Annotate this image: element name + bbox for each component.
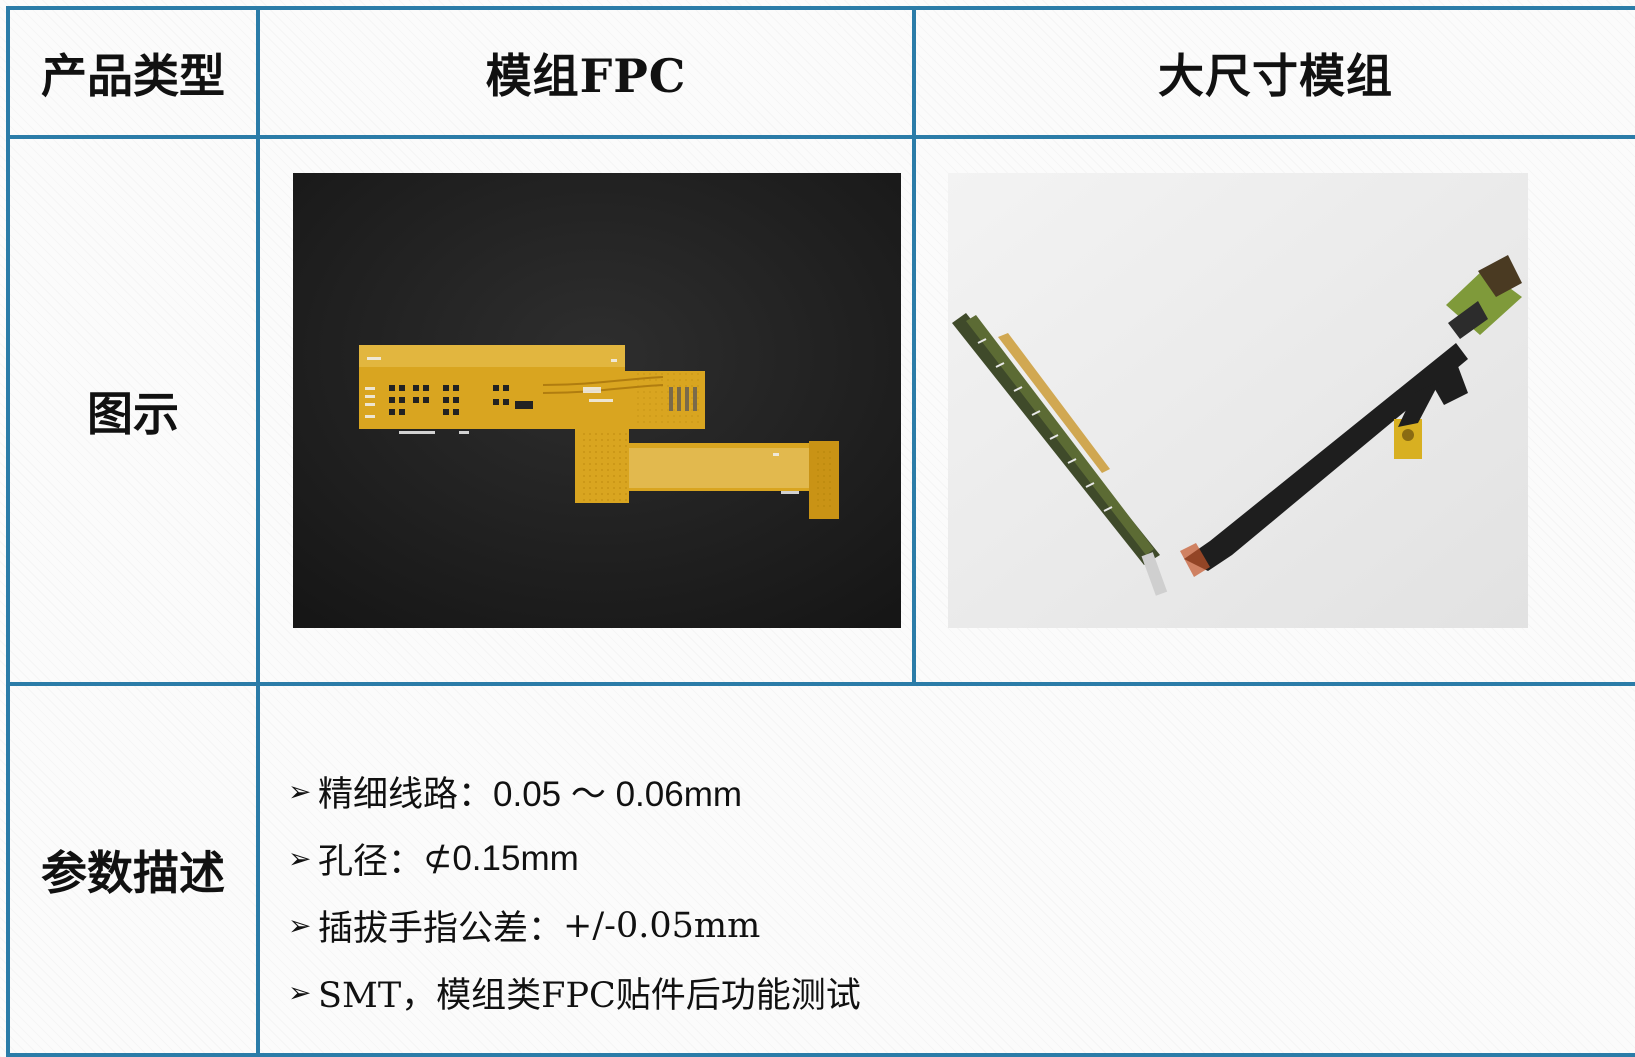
bullet-icon: ➢	[288, 909, 312, 942]
param-smt-test: ➢ SMT，模组类FPC贴件后功能测试	[288, 959, 1588, 1026]
params-row-label-cell: 参数描述	[10, 686, 256, 1053]
header-module-fpc: 模组FPC	[485, 48, 687, 103]
image-row-label-cell: 图示	[10, 139, 256, 682]
border-left	[6, 6, 10, 1057]
border-bottom	[6, 1053, 1635, 1057]
divider-col2	[912, 6, 916, 686]
bullet-icon: ➢	[288, 842, 312, 875]
param-hole-diameter: ➢ 孔径： ⊄0.15mm	[288, 825, 1588, 892]
param-label: 孔径：	[318, 842, 424, 882]
param-finger-tolerance: ➢ 插拔手指公差： +/-0.05mm	[288, 892, 1588, 959]
large-module-photo	[948, 173, 1528, 628]
param-value: +/-0.05mm	[563, 905, 761, 946]
params-list: ➢ 精细线路： 0.05 ～ 0.06mm ➢ 孔径： ⊄0.15mm ➢ 插拔…	[288, 758, 1588, 1026]
divider-col1	[256, 6, 260, 1057]
param-value: 0.05 ～ 0.06mm	[493, 775, 743, 814]
header-product-type-cell: 产品类型	[10, 10, 256, 135]
image-row-label: 图示	[87, 386, 179, 441]
module-fpc-photo	[293, 173, 901, 628]
border-top	[6, 6, 1635, 10]
param-label: 精细线路：	[318, 775, 494, 815]
divider-row1	[6, 135, 1635, 139]
header-product-type: 产品类型	[41, 48, 225, 103]
header-large-module: 大尺寸模组	[1158, 48, 1393, 103]
param-fine-line: ➢ 精细线路： 0.05 ～ 0.06mm	[288, 758, 1588, 825]
bullet-icon: ➢	[288, 976, 312, 1009]
divider-row2	[6, 682, 1635, 686]
header-col1-cell: 模组FPC	[260, 10, 912, 135]
header-col2-cell: 大尺寸模组	[916, 10, 1635, 135]
param-label: SMT，模组类FPC贴件后功能测试	[318, 976, 861, 1016]
bullet-icon: ➢	[288, 775, 312, 808]
params-row-label: 参数描述	[41, 845, 225, 900]
param-label: 插拔手指公差：	[318, 909, 564, 949]
param-value: ⊄0.15mm	[423, 838, 579, 878]
